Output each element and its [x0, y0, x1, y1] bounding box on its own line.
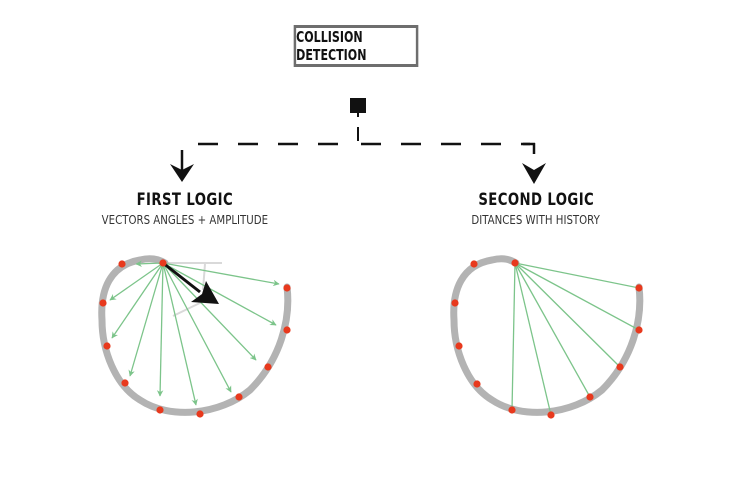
arrow-down-icon: [170, 150, 194, 182]
distance-line: [514, 262, 552, 416]
vector-arrow: [162, 262, 232, 393]
vector-arrow: [162, 262, 257, 361]
sample-point: [508, 406, 516, 414]
sample-point: [235, 393, 243, 401]
vector-arrow: [162, 262, 280, 287]
title-box: COLLISION DETECTION: [293, 25, 419, 67]
sample-point: [616, 363, 624, 371]
distance-line: [514, 262, 640, 289]
first-logic-subtitle: VECTORS ANGLES + AMPLITUDE: [70, 213, 300, 227]
sample-point: [264, 363, 272, 371]
first-logic-heading: FIRST LOGIC: [95, 190, 275, 210]
sample-point: [547, 411, 555, 419]
point-group: [99, 259, 291, 418]
trajectory-path: [98, 255, 292, 416]
sample-point: [451, 299, 459, 307]
vector-arrow: [128, 262, 164, 377]
sample-point: [455, 342, 463, 350]
connector-tree: [170, 98, 546, 184]
point-group: [451, 259, 643, 419]
sample-point: [586, 393, 594, 401]
second-logic-title: SECOND LOGIC: [478, 190, 594, 210]
origin-point: [511, 259, 519, 267]
first-logic-diagram: [98, 255, 292, 418]
sample-point: [118, 260, 126, 268]
vector-group: [109, 260, 280, 406]
second-logic-heading: SECOND LOGIC: [446, 190, 626, 210]
distance-line: [514, 262, 591, 398]
vector-arrow: [156, 262, 164, 397]
distance-line: [511, 262, 516, 411]
sample-point: [635, 284, 643, 292]
sample-point: [283, 326, 291, 334]
distance-line: [514, 262, 621, 368]
vector-arrow: [111, 262, 164, 339]
distance-line-group: [511, 262, 640, 416]
sample-point: [103, 342, 111, 350]
sample-point: [635, 326, 643, 334]
first-logic-subtitle-text: VECTORS ANGLES + AMPLITUDE: [101, 213, 269, 227]
sample-point: [99, 299, 107, 307]
second-logic-diagram: [450, 255, 644, 419]
origin-point: [159, 259, 167, 267]
sample-point: [196, 410, 204, 418]
sample-point: [470, 260, 478, 268]
main-vector-arrow: [162, 261, 219, 304]
title-text: COLLISION DETECTION: [296, 28, 367, 64]
arrowhead-down-icon: [522, 163, 546, 184]
sample-point: [473, 380, 481, 388]
root-node-icon: [350, 98, 366, 113]
vector-arrow: [162, 262, 277, 326]
vector-arrow: [162, 262, 198, 406]
sample-point: [283, 284, 291, 292]
sample-point: [156, 406, 164, 414]
vector-arrow: [135, 260, 164, 268]
sample-point: [121, 379, 129, 387]
vector-arrow: [109, 262, 164, 301]
second-logic-subtitle: DITANCES WITH HISTORY: [436, 213, 636, 227]
distance-line: [514, 262, 640, 331]
second-logic-subtitle-text: DITANCES WITH HISTORY: [471, 213, 601, 227]
first-logic-title: FIRST LOGIC: [136, 190, 234, 210]
trajectory-path: [450, 255, 644, 416]
